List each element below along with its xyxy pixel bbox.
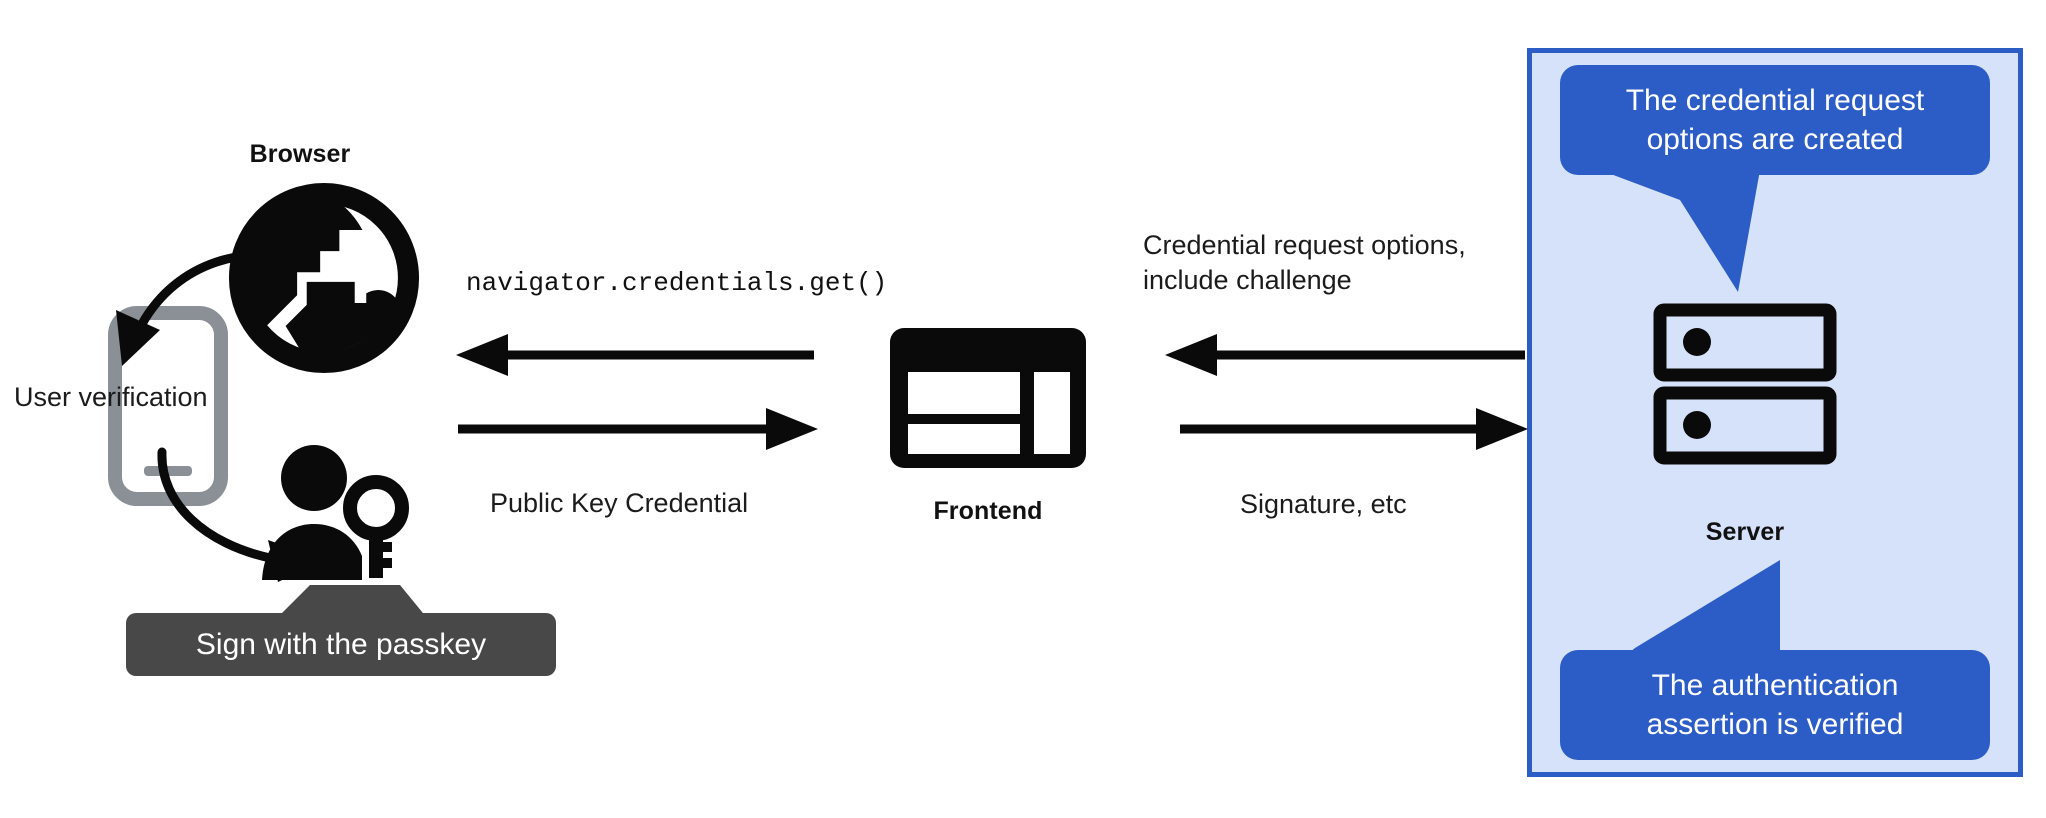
public-key-credential-label: Public Key Credential — [490, 488, 749, 518]
browser-label: Browser — [249, 140, 351, 168]
arrow-frontend-to-browser — [456, 334, 814, 376]
arrow-browser-to-frontend — [458, 408, 818, 450]
arrow-frontend-to-server — [1180, 408, 1528, 450]
server-rack-icon — [1653, 303, 1837, 465]
navigator-credentials-get-label: navigator.credentials.get() — [466, 268, 888, 298]
server-label: Server — [1705, 518, 1785, 546]
user-verification-label: User verification — [14, 382, 208, 412]
top-bubble-tail — [1600, 170, 1760, 292]
bottom-bubble-tail — [1605, 560, 1780, 672]
arrow-browser-to-phone — [116, 250, 305, 366]
arrow-server-to-frontend — [1165, 334, 1525, 376]
frontend-label: Frontend — [933, 497, 1043, 525]
person-with-key-icon — [262, 445, 409, 580]
signature-etc-label: Signature, etc — [1240, 489, 1407, 519]
bubble-authentication-assertion-verified: The authentication assertion is verified — [1560, 650, 1990, 760]
mobile-phone-icon — [108, 306, 228, 506]
web-layout-icon — [890, 328, 1086, 468]
credential-request-options-label: Credential request options, include chal… — [1143, 230, 1466, 295]
bubble-credential-request-options: The credential request options are creat… — [1560, 65, 1990, 175]
sign-with-passkey-tooltip: Sign with the passkey — [126, 613, 556, 676]
